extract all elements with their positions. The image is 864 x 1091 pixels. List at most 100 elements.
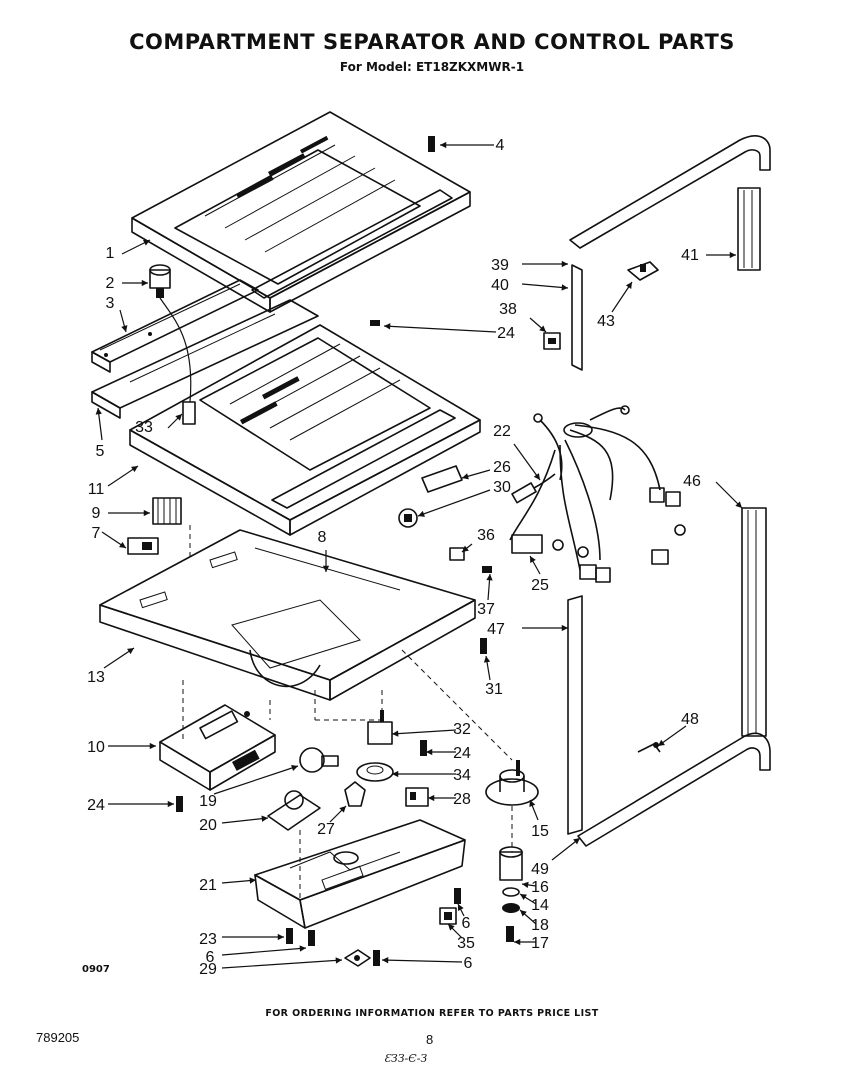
- callout-label: 20: [199, 817, 217, 834]
- callout-label: 40: [491, 277, 509, 294]
- callout-arrowhead: [95, 408, 102, 415]
- thermistor-part: [511, 473, 556, 504]
- callout-arrowhead: [339, 806, 346, 813]
- terminal-block-part: [405, 787, 429, 807]
- callout-arrowhead: [520, 894, 527, 901]
- callout-leader-line: [213, 765, 299, 795]
- callout-arrowhead: [533, 473, 540, 480]
- callout-leader-line: [221, 947, 307, 956]
- callout-label: 29: [199, 961, 217, 978]
- callout-arrowhead: [322, 565, 330, 572]
- connector-part: [439, 907, 457, 925]
- callout-label: 35: [457, 935, 475, 952]
- callout-label: 4: [496, 137, 505, 154]
- callout-arrowhead: [561, 260, 568, 268]
- callout-label: 33: [135, 419, 153, 436]
- callout-label: 23: [199, 931, 217, 948]
- callout-label: 43: [597, 313, 615, 330]
- callout-label: 7: [92, 525, 101, 542]
- separator-tray-part: [129, 324, 481, 536]
- callout-label: 28: [453, 791, 471, 808]
- callout-arrowhead: [249, 877, 256, 884]
- callout-label: 8: [318, 529, 327, 546]
- insulation-pad-part: [421, 465, 463, 493]
- callout-arrowhead: [483, 656, 491, 663]
- lamp-socket-part: [267, 790, 321, 831]
- callout-arrowhead: [520, 910, 527, 917]
- callout-label: 3: [106, 295, 115, 312]
- callout-arrowhead: [457, 904, 464, 911]
- lower-breaker-strip-part: [567, 595, 583, 835]
- callout-arrowhead: [167, 800, 174, 808]
- callout-arrowhead: [392, 730, 399, 737]
- callout-arrowhead: [658, 739, 665, 746]
- bushing-part: [449, 547, 465, 561]
- callout-label: 2: [106, 275, 115, 292]
- callout-label: 17: [531, 935, 549, 952]
- callout-arrowhead: [149, 742, 156, 750]
- callout-arrowhead: [127, 648, 134, 655]
- callout-label: 26: [493, 459, 511, 476]
- bottom-separator-pan-part: [99, 529, 476, 701]
- callout-label: 18: [531, 917, 549, 934]
- lower-gasket-part: [577, 507, 771, 847]
- control-housing-part: [254, 819, 466, 929]
- switch-part: [344, 781, 366, 807]
- callout-arrowhead: [131, 466, 138, 473]
- page-title: COMPARTMENT SEPARATOR AND CONTROL PARTS: [129, 30, 735, 54]
- callout-label: 46: [683, 473, 701, 490]
- callout-label: 41: [681, 247, 699, 264]
- callout-label: 5: [96, 443, 105, 460]
- separator-cover-part: [131, 111, 471, 313]
- callout-label: 24: [87, 797, 105, 814]
- callout-arrowhead: [522, 881, 529, 889]
- callout-label: 22: [493, 423, 511, 440]
- control-channel-part: [91, 279, 259, 373]
- callout-label: 34: [453, 767, 471, 784]
- callout-arrowhead: [486, 574, 493, 581]
- callout-leader-line: [221, 817, 269, 824]
- callout-label: 15: [531, 823, 549, 840]
- upper-breaker-strip-part: [569, 135, 771, 371]
- callout-label: 38: [499, 301, 517, 318]
- callout-arrowhead: [141, 279, 148, 287]
- callout-arrowhead: [426, 748, 433, 756]
- callout-arrowhead: [175, 414, 182, 421]
- callout-arrowhead: [299, 945, 306, 952]
- callout-arrowhead: [143, 239, 150, 246]
- retainer-clip-part: [627, 261, 659, 281]
- callout-label: 21: [199, 877, 217, 894]
- handwritten-mark: ƐЗЗ-Є-З: [384, 1052, 428, 1065]
- thermostat-knob-part: [356, 762, 394, 782]
- strip-clip-part: [637, 742, 661, 753]
- callout-label: 49: [531, 861, 549, 878]
- callout-leader-line: [391, 729, 457, 735]
- callout-arrowhead: [428, 794, 435, 802]
- callout-label: 27: [317, 821, 335, 838]
- callout-label: 14: [531, 897, 549, 914]
- callout-label: 25: [531, 577, 549, 594]
- callout-label: 1: [106, 245, 115, 262]
- callout-label: 47: [487, 621, 505, 638]
- callout-arrowhead: [335, 957, 342, 964]
- callout-label: 10: [87, 739, 105, 756]
- callout-arrowhead: [729, 251, 736, 259]
- callout-label: 30: [493, 479, 511, 496]
- page-number: 8: [426, 1032, 434, 1047]
- ordering-note: FOR ORDERING INFORMATION REFER TO PARTS …: [265, 1008, 599, 1019]
- callout-arrowhead: [291, 764, 298, 771]
- callout-arrowhead: [462, 473, 469, 480]
- washer-part: [502, 887, 520, 897]
- callout-arrowhead: [530, 556, 536, 563]
- callout-arrowhead: [529, 800, 536, 807]
- gasket-vertical-part: [737, 187, 761, 271]
- callout-arrowhead: [539, 325, 546, 332]
- model-subtitle: For Model: ET18ZKXMWR-1: [339, 60, 525, 74]
- sleeve-part: [499, 846, 523, 881]
- callout-arrowhead: [261, 815, 268, 822]
- lower-channel-part: [91, 299, 319, 419]
- callout-arrowhead: [561, 284, 568, 291]
- callout-label: 37: [477, 601, 495, 618]
- screw-part: [176, 136, 514, 966]
- corner-code: 0907: [82, 964, 110, 975]
